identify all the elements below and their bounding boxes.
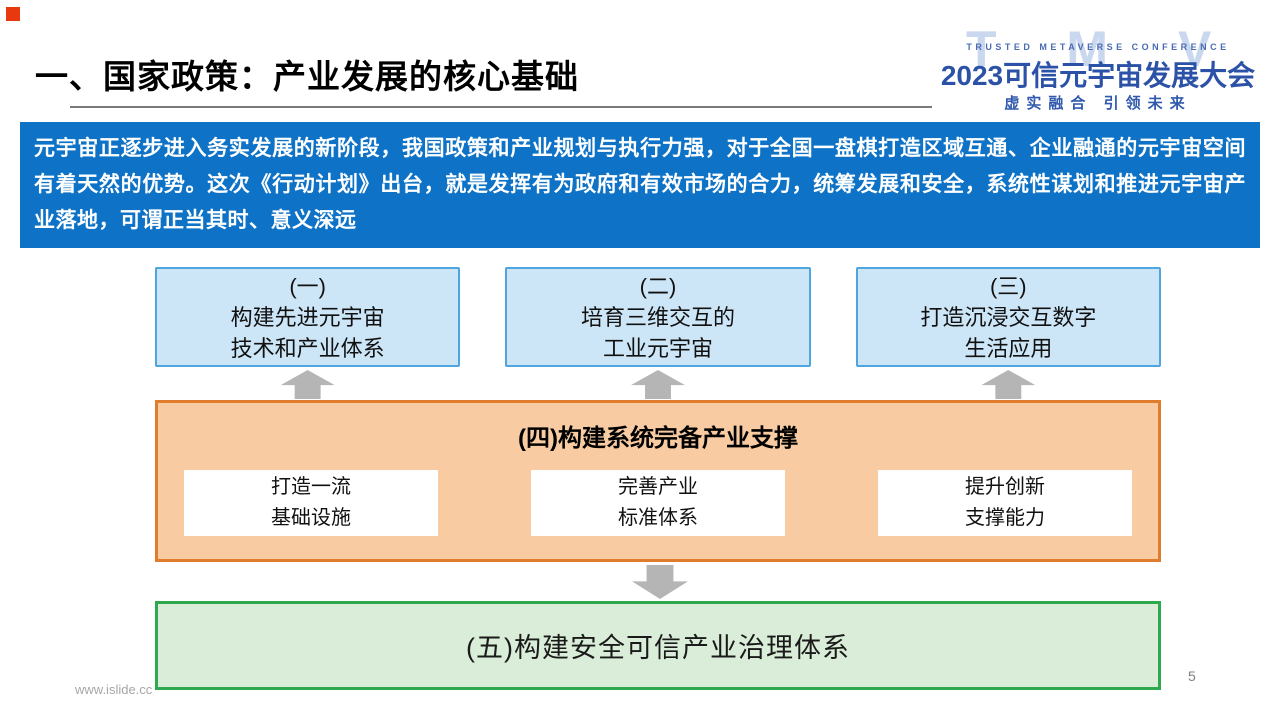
support-box: (四)构建系统完备产业支撑 打造一流 基础设施 完善产业 标准体系 提升创新 支…: [155, 400, 1161, 562]
support-box-title: (四)构建系统完备产业支撑: [518, 425, 798, 452]
conference-logo: T M V C TRUSTED METAVERSE CONFERENCE 202…: [938, 10, 1280, 112]
pillar-text-line2: 生活应用: [964, 335, 1053, 361]
up-arrow-icon: [280, 370, 335, 399]
intro-banner: 元宇宙正逐步进入务实发展的新阶段，我国政策和产业规划与执行力强，对于全国一盘棋打…: [20, 122, 1260, 248]
page-number: 5: [1188, 668, 1196, 684]
pillar-text-line1: 打造沉浸交互数字: [920, 304, 1097, 330]
logo-title: 2023可信元宇宙发展大会: [940, 60, 1256, 91]
pillar-row: (一) 构建先进元宇宙 技术和产业体系 (二) 培育三维交互的 工业元宇宙 (三…: [155, 267, 1161, 367]
pillar-text-line2: 工业元宇宙: [602, 335, 713, 361]
support-items-row: 打造一流 基础设施 完善产业 标准体系 提升创新 支撑能力: [158, 470, 1158, 536]
support-item-2: 完善产业 标准体系: [531, 470, 785, 536]
support-item-line2: 标准体系: [618, 507, 698, 529]
pillar-box-1: (一) 构建先进元宇宙 技术和产业体系: [155, 267, 461, 367]
pillar-box-2: (二) 培育三维交互的 工业元宇宙: [505, 267, 811, 367]
up-arrow-icon: [981, 370, 1036, 399]
logo-monogram-watermark: T M V C: [966, 21, 1280, 77]
pillar-box-3: (三) 打造沉浸交互数字 生活应用: [855, 267, 1161, 367]
arrow-row: [155, 369, 1161, 399]
governance-box: (五)构建安全可信产业治理体系: [155, 601, 1161, 690]
support-item-line1: 提升创新: [965, 476, 1045, 498]
support-item-1: 打造一流 基础设施: [184, 470, 438, 536]
support-item-line2: 基础设施: [271, 507, 351, 529]
down-arrow-icon: [632, 565, 688, 599]
pillar-number: (二): [639, 273, 677, 299]
logo-subtitle: TRUSTED METAVERSE CONFERENCE: [966, 42, 1230, 52]
support-item-3: 提升创新 支撑能力: [878, 470, 1132, 536]
up-arrow-icon: [630, 370, 685, 399]
title-underline: [70, 106, 932, 108]
governance-box-title: (五)构建安全可信产业治理体系: [466, 633, 850, 663]
page-title: 一、国家政策：产业发展的核心基础: [35, 58, 579, 95]
intro-banner-text: 元宇宙正逐步进入务实发展的新阶段，我国政策和产业规划与执行力强，对于全国一盘棋打…: [34, 137, 1246, 232]
pillar-number: (一): [289, 273, 326, 299]
corner-accent-square: [6, 7, 20, 21]
support-item-line1: 打造一流: [271, 476, 351, 498]
pillar-text-line1: 构建先进元宇宙: [230, 304, 385, 330]
pillar-number: (三): [989, 273, 1027, 299]
support-item-line2: 支撑能力: [965, 507, 1045, 529]
pillar-text-line2: 技术和产业体系: [230, 335, 385, 361]
support-item-line1: 完善产业: [618, 476, 698, 498]
logo-tagline: 虚实融合 引领未来: [1004, 95, 1192, 112]
footer-watermark: www.islide.cc: [75, 682, 153, 697]
pillar-text-line1: 培育三维交互的: [580, 304, 735, 330]
